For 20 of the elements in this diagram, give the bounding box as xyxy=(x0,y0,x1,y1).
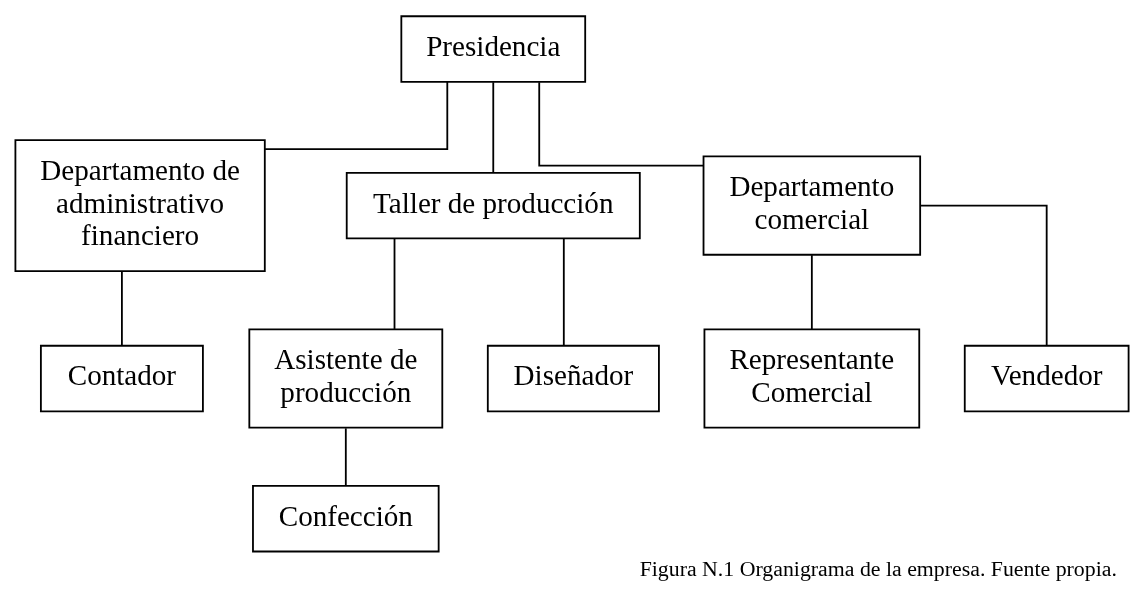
node-box: Presidencia xyxy=(400,14,587,83)
node-box: Representante Comercial xyxy=(703,328,921,429)
connector xyxy=(121,270,123,347)
connector xyxy=(538,80,705,166)
node-box: Departamento comercial xyxy=(702,155,922,256)
connector xyxy=(919,204,1048,346)
caption: Figura N.1 Organigrama de la empresa. Fuente propia. xyxy=(639,556,1117,581)
connector xyxy=(810,253,813,330)
node-box: Vendedor xyxy=(963,344,1130,412)
node-box: Diseñador xyxy=(486,344,660,412)
connector xyxy=(264,80,449,150)
connector xyxy=(492,80,495,173)
connector xyxy=(562,237,565,346)
node-box: Confección xyxy=(252,484,440,552)
connector xyxy=(393,237,396,330)
node-box: Departamento de administrativo financiero xyxy=(14,138,266,272)
connector xyxy=(344,426,347,486)
node-box: Asistente de producción xyxy=(248,328,444,429)
node-box: Taller de producción xyxy=(345,171,641,239)
node-box: Contador xyxy=(40,344,204,412)
